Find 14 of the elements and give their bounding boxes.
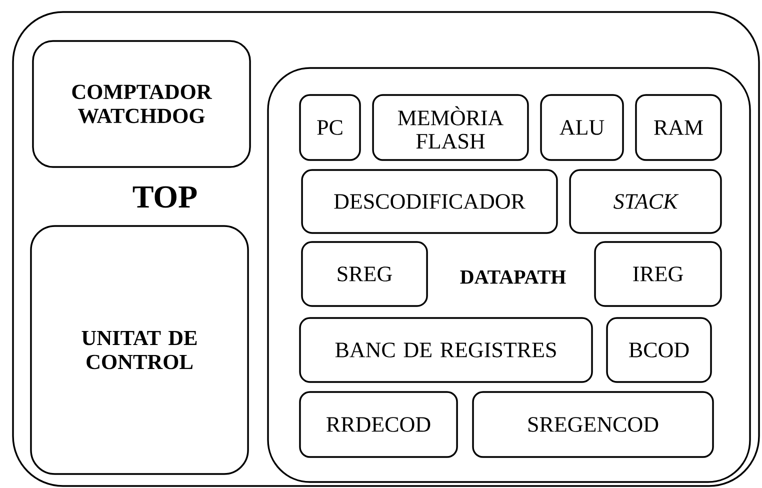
block-box: IREG	[594, 241, 722, 307]
block-box: RAM	[635, 94, 722, 161]
block-box: RRDECOD	[299, 391, 458, 458]
block-box: DESCODIFICADOR	[301, 169, 558, 234]
block-box: MEMÒRIA FLASH	[372, 94, 529, 161]
block-box: ALU	[540, 94, 624, 161]
module-box: COMPTADOR WATCHDOG	[32, 40, 251, 168]
block-box: BANC DE REGISTRES	[299, 317, 593, 383]
module-box: UNITAT DE CONTROL	[30, 225, 249, 475]
block-box: STACK	[569, 169, 722, 234]
block-box: SREGENCOD	[472, 391, 714, 458]
block-box: BCOD	[606, 317, 712, 383]
block-box: SREG	[301, 241, 428, 307]
block-box: PC	[299, 94, 361, 161]
